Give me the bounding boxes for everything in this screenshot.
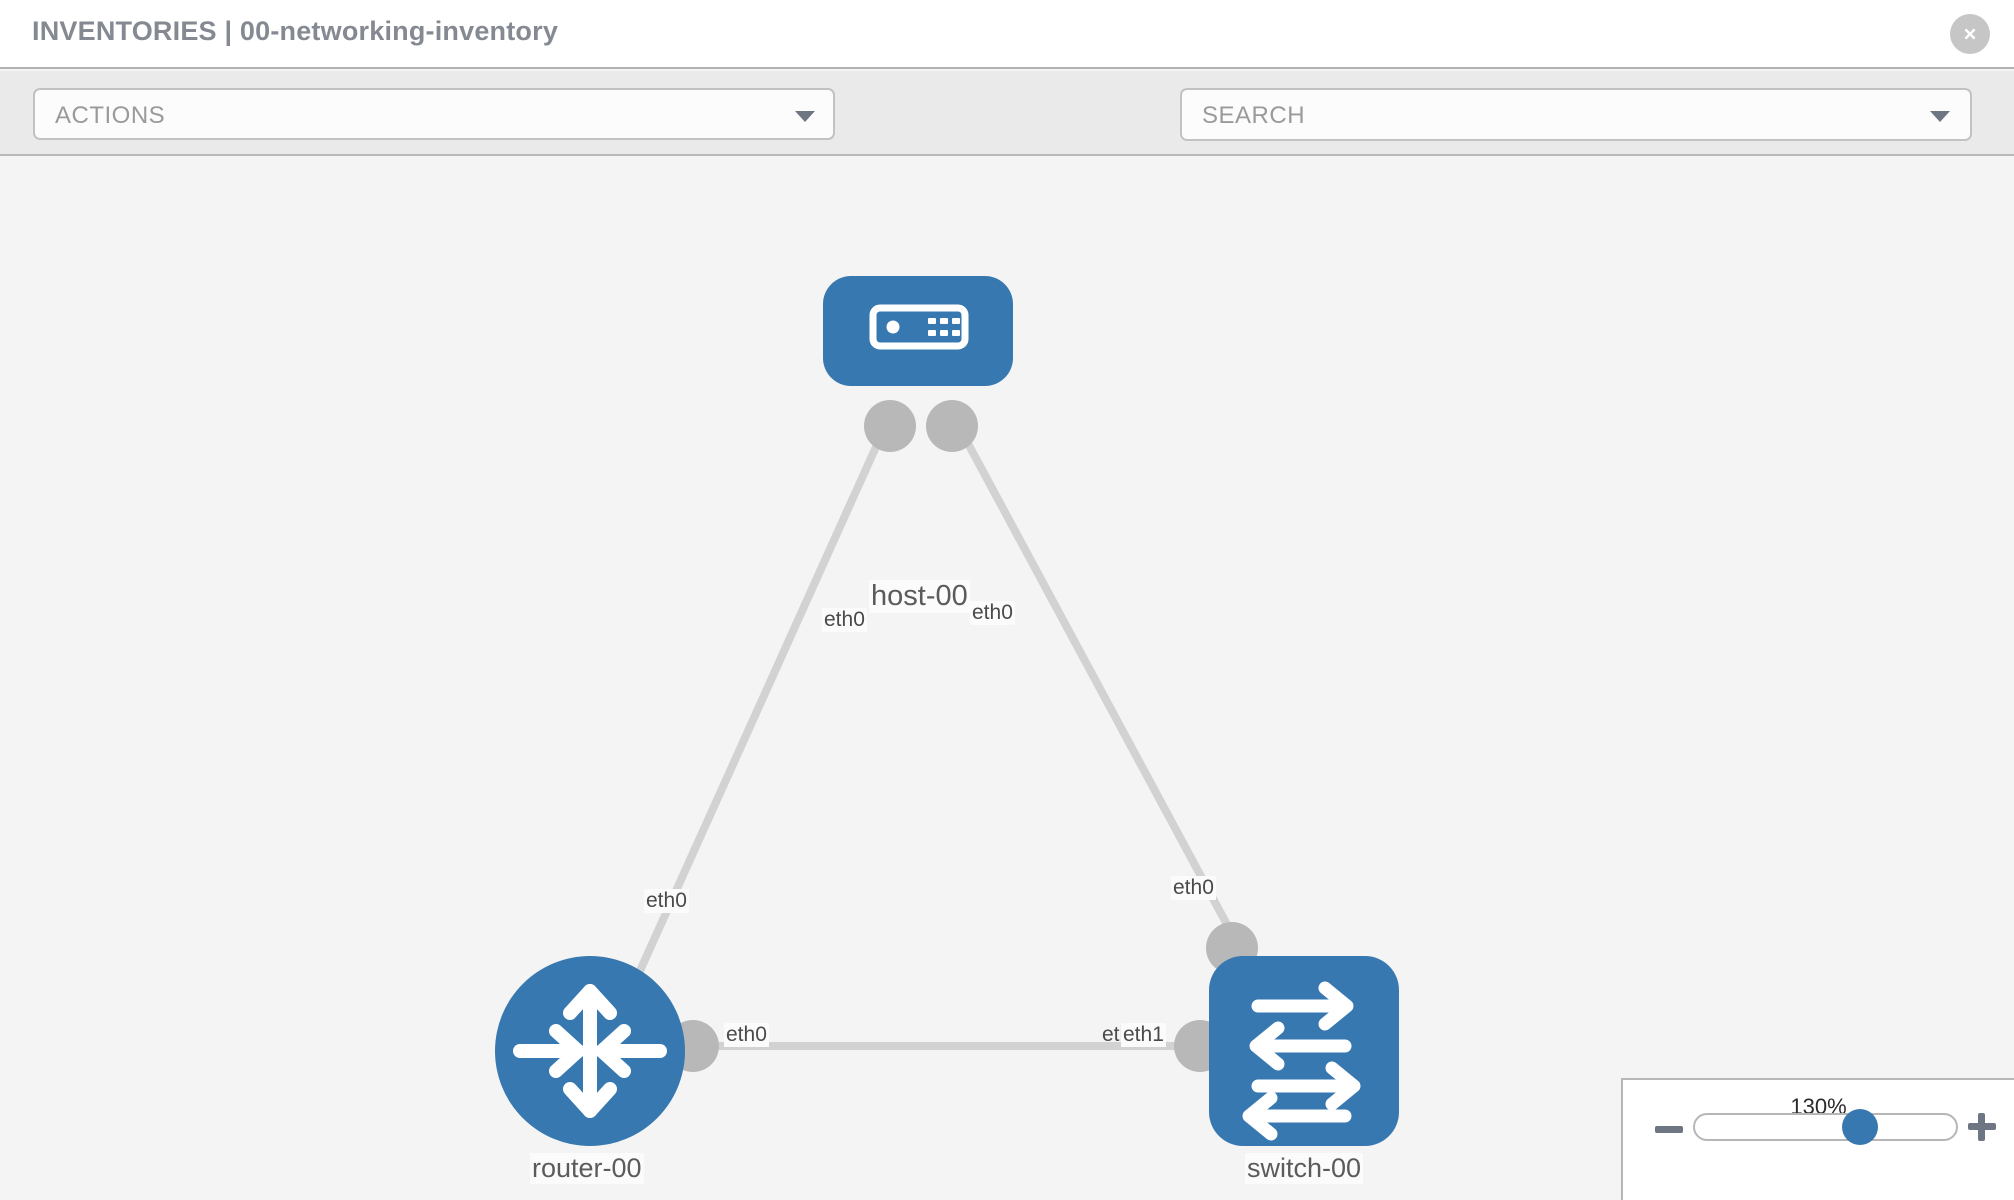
chevron-down-icon bbox=[795, 111, 815, 122]
node-label-switch: switch-00 bbox=[1245, 1153, 1364, 1184]
page-header: INVENTORIES | 00-networking-inventory bbox=[0, 0, 2014, 69]
interface-label: eth1 bbox=[1121, 1023, 1166, 1047]
topology-graph bbox=[495, 276, 1399, 1146]
node-switch-00[interactable] bbox=[1209, 956, 1399, 1146]
actions-dropdown-label: ACTIONS bbox=[55, 102, 166, 129]
interface-label: eth0 bbox=[1171, 876, 1216, 900]
minus-icon[interactable] bbox=[1655, 1126, 1683, 1133]
zoom-control-panel: 130% bbox=[1621, 1078, 2014, 1200]
topology-links bbox=[626, 436, 1249, 1050]
close-icon[interactable] bbox=[1950, 14, 1990, 54]
link-host-switch[interactable] bbox=[961, 436, 1249, 960]
interface-label: eth0 bbox=[970, 601, 1015, 625]
zoom-slider-thumb[interactable] bbox=[1841, 1109, 1878, 1145]
interface-label: eth0 bbox=[644, 889, 689, 913]
node-label-router: router-00 bbox=[530, 1153, 644, 1184]
interface-dot[interactable] bbox=[926, 400, 978, 452]
chevron-down-icon bbox=[1930, 111, 1950, 122]
plus-icon[interactable] bbox=[1968, 1113, 1996, 1141]
page-title: INVENTORIES | 00-networking-inventory bbox=[32, 16, 559, 46]
interface-dot[interactable] bbox=[864, 400, 916, 452]
topology-canvas[interactable]: host-00 router-00 switch-00 eth0 eth0 et… bbox=[0, 158, 2014, 1200]
node-router-00[interactable] bbox=[495, 956, 685, 1146]
interface-label: eth0 bbox=[822, 608, 867, 632]
interface-label: eth0 bbox=[724, 1023, 769, 1047]
actions-dropdown[interactable]: ACTIONS bbox=[33, 88, 835, 140]
topology-interfaces bbox=[667, 400, 1258, 1072]
toolbar: ACTIONS bbox=[0, 71, 2014, 199]
search-input[interactable]: SEARCH bbox=[1180, 88, 1972, 141]
node-host-00[interactable] bbox=[823, 276, 1013, 386]
zoom-slider-track[interactable] bbox=[1693, 1113, 1958, 1141]
search-placeholder: SEARCH bbox=[1202, 102, 1306, 129]
node-label-host: host-00 bbox=[869, 580, 970, 613]
